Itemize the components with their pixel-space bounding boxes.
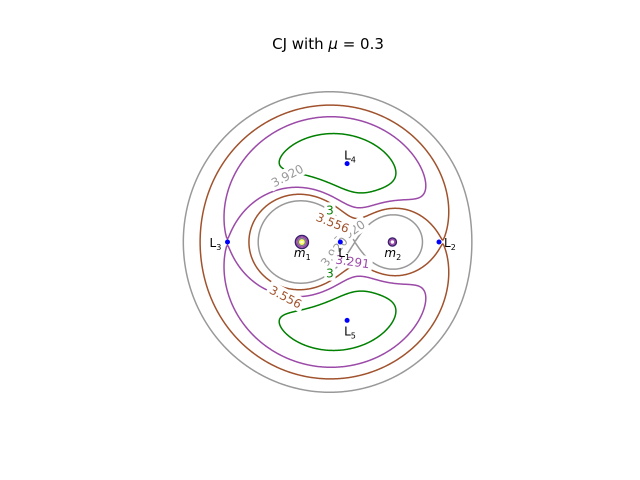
mass-m1-label: m1 (294, 246, 311, 262)
contour-label-text: 3 (326, 267, 334, 281)
lagrange-point-L3 (225, 239, 230, 245)
contour-label-4: 3.556 (264, 280, 308, 313)
contour-level-3 (278, 132, 397, 352)
contour-label-bg (265, 159, 309, 192)
chart-title-mu: μ (327, 35, 338, 53)
lagrange-point-L5 (344, 317, 350, 323)
lagrange-point-L5-label: L5 (344, 324, 356, 340)
lagrange-point-L3-label: L3 (210, 236, 222, 252)
contour-label-bg (324, 202, 336, 218)
contour-label-bg (324, 265, 336, 281)
contour-label-7: 3 (324, 265, 336, 281)
contour-label-bg (264, 280, 308, 313)
lagrange-point-L4-label: L4 (344, 149, 356, 165)
mass-m2-label: m2 (384, 246, 401, 262)
contour-level-3.291 (223, 115, 427, 369)
lagrange-point-L2-label: L2 (444, 236, 456, 252)
lagrange-point-L1-label: L1 (338, 246, 350, 262)
contour-label-5: 3.291 (331, 251, 374, 272)
contour-label-bg (331, 251, 374, 272)
contour-label-6: 3 (324, 202, 336, 218)
lagrange-point-L2 (436, 239, 442, 245)
chart-title-prefix: CJ with (272, 35, 328, 53)
mass-m2 (387, 237, 398, 247)
lagrange-point-L4 (344, 161, 350, 167)
contour-label-text: 3.920 (269, 162, 306, 190)
mass-m1 (294, 234, 310, 250)
contour-label-bg (311, 208, 355, 237)
chart-title-suffix: = 0.3 (338, 35, 384, 53)
lagrange-point-L1 (337, 239, 343, 245)
contour-label-text: 3 (326, 203, 334, 217)
contour-level-3.556 (199, 104, 450, 380)
contour-label-0: 3.920 (265, 159, 309, 192)
chart-title: CJ with μ = 0.3 (272, 35, 384, 53)
contour-label-text: 3.291 (335, 253, 371, 272)
